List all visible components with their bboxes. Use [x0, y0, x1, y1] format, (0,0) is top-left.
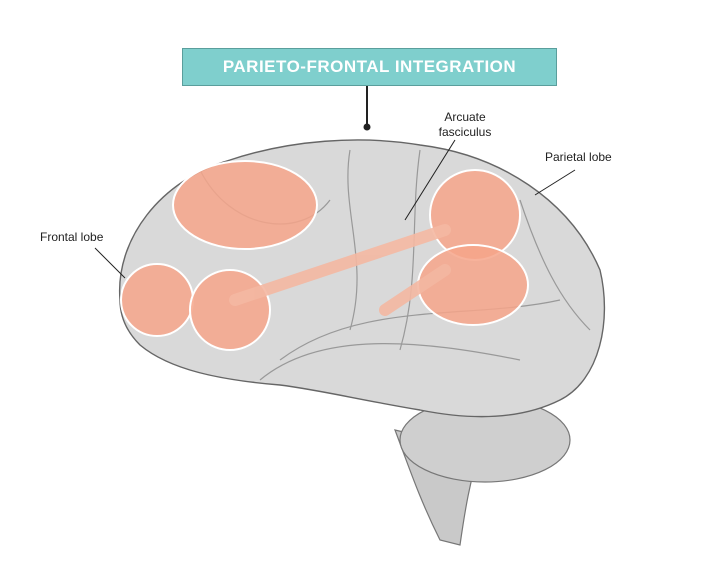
- region-frontal-superior: [172, 160, 318, 250]
- region-frontal-anterior: [120, 263, 194, 337]
- title-banner: PARIETO-FRONTAL INTEGRATION: [182, 48, 557, 86]
- region-parietal-inferior: [417, 244, 529, 326]
- title-text: PARIETO-FRONTAL INTEGRATION: [222, 57, 517, 76]
- arcuate-label-line1: Arcuate: [444, 110, 486, 124]
- arcuate-pointer: [404, 139, 456, 221]
- frontal-pointer: [94, 247, 126, 279]
- title-connector-dot: [363, 123, 371, 131]
- arcuate-fasciculus-tract: [229, 224, 451, 316]
- frontal-lobe-label: Frontal lobe: [40, 230, 104, 244]
- arcuate-fasciculus-label: Arcuate fasciculus: [420, 110, 510, 140]
- parietal-lobe-label: Parietal lobe: [545, 150, 612, 164]
- parietal-pointer: [534, 169, 576, 196]
- activation-regions: [120, 160, 529, 351]
- arcuate-label-line2: fasciculus: [438, 125, 492, 139]
- region-frontal-inferior: [189, 269, 271, 351]
